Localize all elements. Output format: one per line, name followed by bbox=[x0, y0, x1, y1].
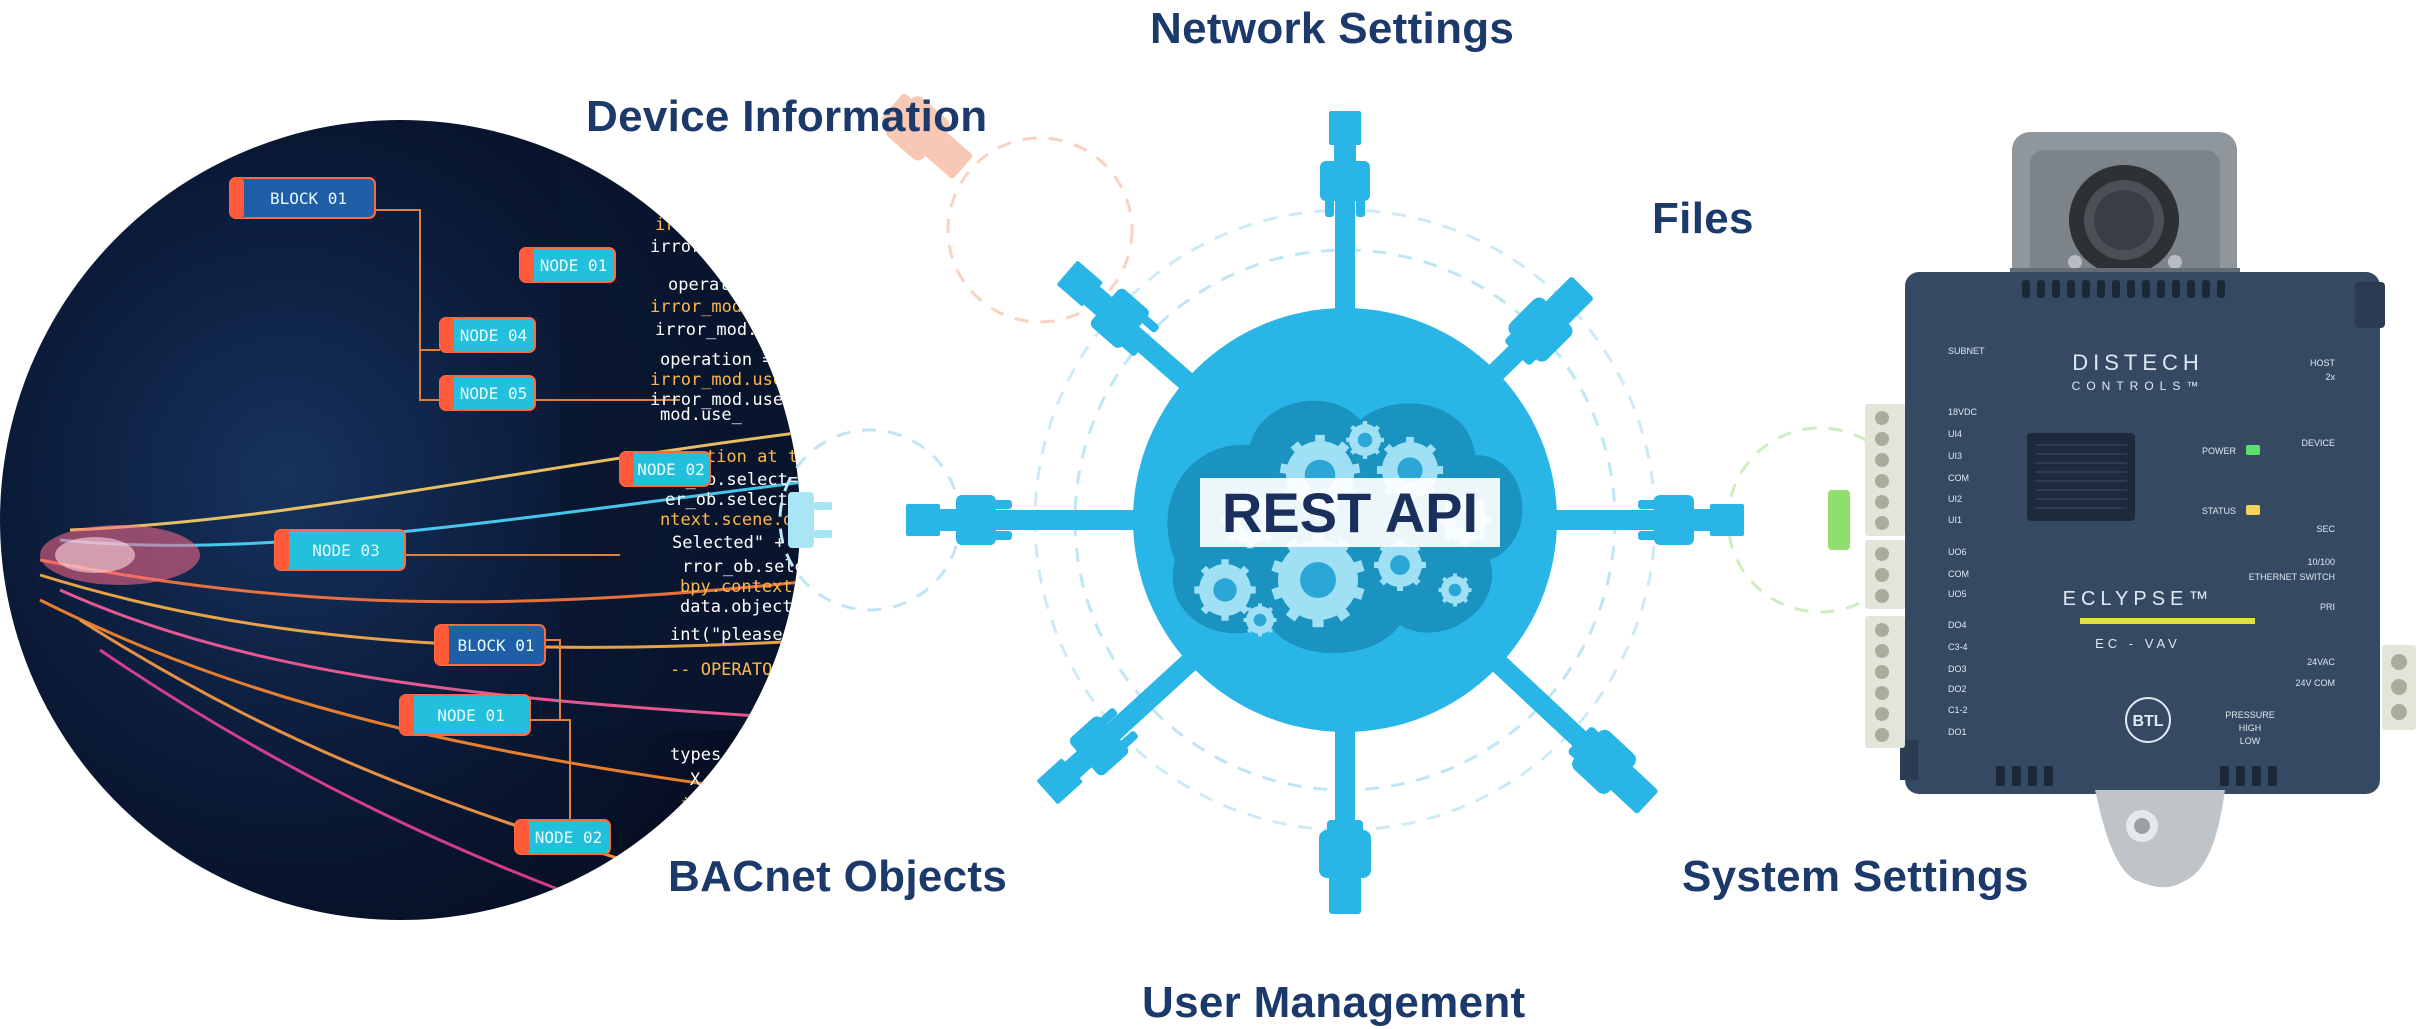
code-line: rror_ob.selec bbox=[682, 557, 815, 577]
code-line: types.O bbox=[670, 745, 742, 765]
code-node: NODE 02 bbox=[514, 819, 611, 855]
code-line: Selected" + s bbox=[672, 533, 805, 553]
plug-user-management bbox=[1319, 820, 1371, 914]
code-line: irror_mod.us bbox=[655, 320, 778, 340]
code-line: data.objects[on bbox=[680, 597, 834, 617]
code-line: -- OPERATOR bbox=[670, 660, 783, 680]
code-line: irror_mod.use bbox=[650, 390, 783, 410]
gear-icon bbox=[1271, 532, 1365, 628]
code-node: NODE 05 bbox=[439, 375, 536, 411]
svg-text:BLOCK 01: BLOCK 01 bbox=[457, 636, 534, 655]
code-line: irror_mod.u bbox=[650, 297, 763, 317]
label-files: Files bbox=[1652, 194, 1754, 243]
code-node: NODE 01 bbox=[519, 247, 616, 283]
code-line: er_ob.select= bbox=[665, 490, 798, 510]
code-node: BLOCK 01 bbox=[434, 624, 546, 666]
svg-text:NODE 03: NODE 03 bbox=[312, 541, 379, 560]
svg-text:NODE 04: NODE 04 bbox=[460, 326, 527, 345]
code-line: X m bbox=[690, 770, 721, 790]
loose-plug-bacnet bbox=[788, 492, 832, 548]
svg-text:BLOCK 01: BLOCK 01 bbox=[270, 189, 347, 208]
code-node: NODE 02 bbox=[619, 451, 711, 487]
code-node: NODE 01 bbox=[399, 694, 531, 736]
code-node: BLOCK 01 bbox=[229, 177, 376, 219]
label-system-settings: System Settings bbox=[1682, 852, 2029, 901]
code-line: int("please s bbox=[670, 625, 803, 645]
gear-icon bbox=[1194, 559, 1256, 621]
code-line: irror_mod. bbox=[650, 237, 752, 257]
svg-text:NODE 05: NODE 05 bbox=[460, 384, 527, 403]
code-line: ntext.scene.ob bbox=[660, 510, 803, 530]
code-node: NODE 03 bbox=[274, 529, 406, 571]
gear-icon bbox=[1243, 603, 1277, 637]
code-line: mod.use_ bbox=[660, 405, 743, 425]
gear-icon bbox=[1438, 573, 1472, 607]
svg-text:NODE 02: NODE 02 bbox=[535, 828, 602, 847]
label-network-settings: Network Settings bbox=[1150, 4, 1515, 53]
loose-plugs bbox=[788, 86, 1850, 550]
label-user-management: User Management bbox=[1142, 978, 1526, 1027]
loose-plug-system bbox=[1828, 490, 1850, 550]
code-node: NODE 04 bbox=[439, 317, 536, 353]
label-device-information: Device Information bbox=[586, 92, 988, 141]
code-line: operatio bbox=[668, 275, 750, 295]
code-line: irror_mod.use bbox=[650, 370, 783, 390]
code-line: ject bbox=[680, 795, 721, 815]
code-line: bpy.context.se bbox=[680, 577, 823, 597]
svg-text:NODE 02: NODE 02 bbox=[637, 460, 704, 479]
gear-icon bbox=[1346, 421, 1384, 459]
hub-title: REST API bbox=[1200, 478, 1500, 547]
code-art-circle: irror_irror_mod. operatioirror_mod.uirror… bbox=[0, 120, 834, 920]
code-line: irror_ bbox=[655, 215, 717, 235]
svg-text:NODE 01: NODE 01 bbox=[437, 706, 504, 725]
code-line: operation == bbox=[660, 350, 783, 370]
label-bacnet-objects: BACnet Objects bbox=[668, 852, 1008, 901]
svg-text:NODE 01: NODE 01 bbox=[540, 256, 607, 275]
